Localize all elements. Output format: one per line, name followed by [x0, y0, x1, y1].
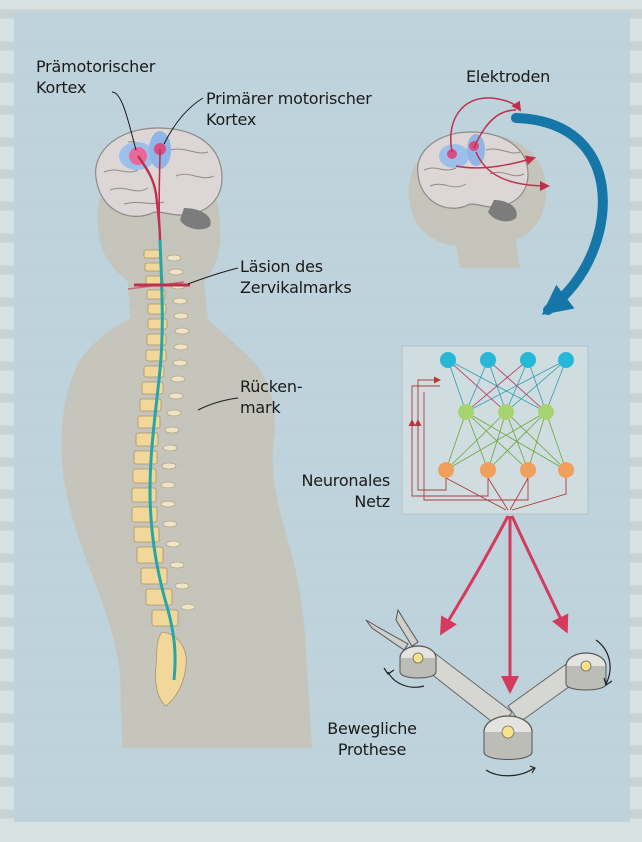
- label-prosthesis: Bewegliche Prothese: [318, 718, 426, 760]
- label-primary-motor-line1: Primärer motorischer: [206, 88, 372, 109]
- label-neural-net: Neuronales Netz: [282, 470, 390, 512]
- label-spinal-cord-line1: Rücken-: [240, 376, 302, 397]
- label-primary-motor-line2: Kortex: [206, 109, 372, 130]
- label-premotor-line1: Prämotorischer: [36, 56, 155, 77]
- label-spinal-cord: Rücken- mark: [240, 376, 302, 418]
- label-prosthesis-line2: Prothese: [318, 739, 426, 760]
- label-electrodes-text: Elektroden: [466, 66, 550, 87]
- label-electrodes: Elektroden: [466, 66, 550, 87]
- label-lesion-line2: Zervikalmarks: [240, 277, 352, 298]
- label-spinal-cord-line2: mark: [240, 397, 302, 418]
- label-lesion: Läsion des Zervikalmarks: [240, 256, 352, 298]
- label-premotor-line2: Kortex: [36, 77, 155, 98]
- label-prosthesis-line1: Bewegliche: [318, 718, 426, 739]
- label-premotor-cortex: Prämotorischer Kortex: [36, 56, 155, 98]
- label-neural-net-line2: Netz: [282, 491, 390, 512]
- label-primary-motor-cortex: Primärer motorischer Kortex: [206, 88, 372, 130]
- label-neural-net-line1: Neuronales: [282, 470, 390, 491]
- label-lesion-line1: Läsion des: [240, 256, 352, 277]
